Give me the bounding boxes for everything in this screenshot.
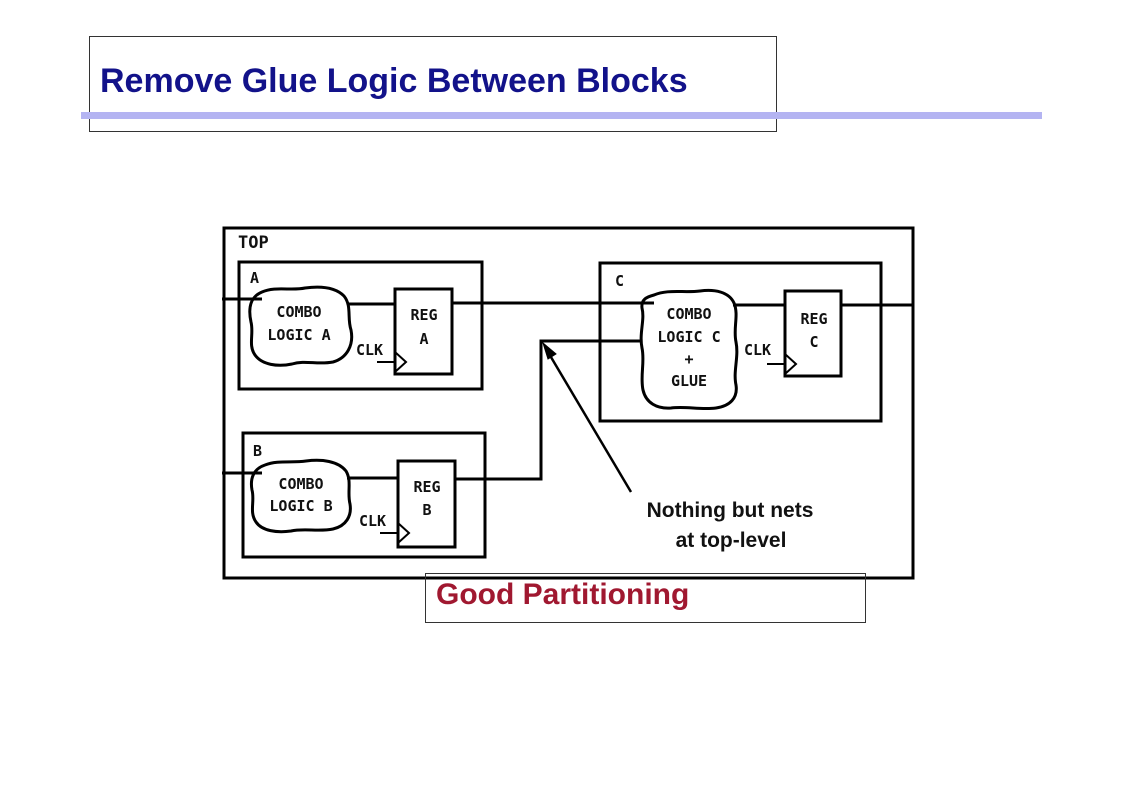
clk-b-label: CLK <box>359 512 386 530</box>
caption-frame <box>425 573 866 623</box>
combo-a-line2: LOGIC A <box>267 326 330 344</box>
combo-logic-c-cloud <box>639 288 739 411</box>
clk-a-label: CLK <box>356 341 383 359</box>
reg-a-line2: A <box>419 330 428 348</box>
title-underline <box>81 112 1042 119</box>
combo-b-line2: LOGIC B <box>269 497 332 515</box>
top-label: TOP <box>238 233 269 253</box>
slide-title: Remove Glue Logic Between Blocks <box>100 62 688 100</box>
combo-b-line1: COMBO <box>278 475 323 493</box>
block-a-label: A <box>250 269 259 287</box>
reg-a-line1: REG <box>410 306 437 324</box>
combo-c-line2: LOGIC C <box>657 328 720 346</box>
block-a-frame <box>237 260 484 391</box>
annotation-line1: Nothing but nets <box>647 499 814 522</box>
annotation-arrowhead <box>542 341 557 360</box>
combo-c-line3: + <box>684 350 693 368</box>
combo-logic-a-cloud <box>248 285 354 367</box>
annotation-line2: at top-level <box>676 529 787 552</box>
block-b-label: B <box>253 442 262 460</box>
block-c-label: C <box>615 272 624 290</box>
combo-logic-b-cloud <box>249 458 352 534</box>
combo-c-line1: COMBO <box>666 305 711 323</box>
annotation-arrow-line <box>543 346 633 493</box>
combo-c-line4: GLUE <box>671 372 707 390</box>
title-frame <box>89 36 777 132</box>
reg-a-clock-marker <box>394 351 408 373</box>
reg-c-line2: C <box>809 333 818 351</box>
top-level-frame <box>222 226 915 580</box>
combo-a-line1: COMBO <box>276 303 321 321</box>
reg-c-clock-marker <box>784 353 798 375</box>
reg-b-clock-marker <box>397 522 411 544</box>
reg-b-line1: REG <box>413 478 440 496</box>
clk-c-label: CLK <box>744 341 771 359</box>
slide-caption: Good Partitioning <box>436 578 690 611</box>
block-b-frame <box>241 431 487 559</box>
net-reg-b-to-c <box>455 339 642 481</box>
reg-b-line2: B <box>422 501 431 519</box>
reg-c-line1: REG <box>800 310 827 328</box>
